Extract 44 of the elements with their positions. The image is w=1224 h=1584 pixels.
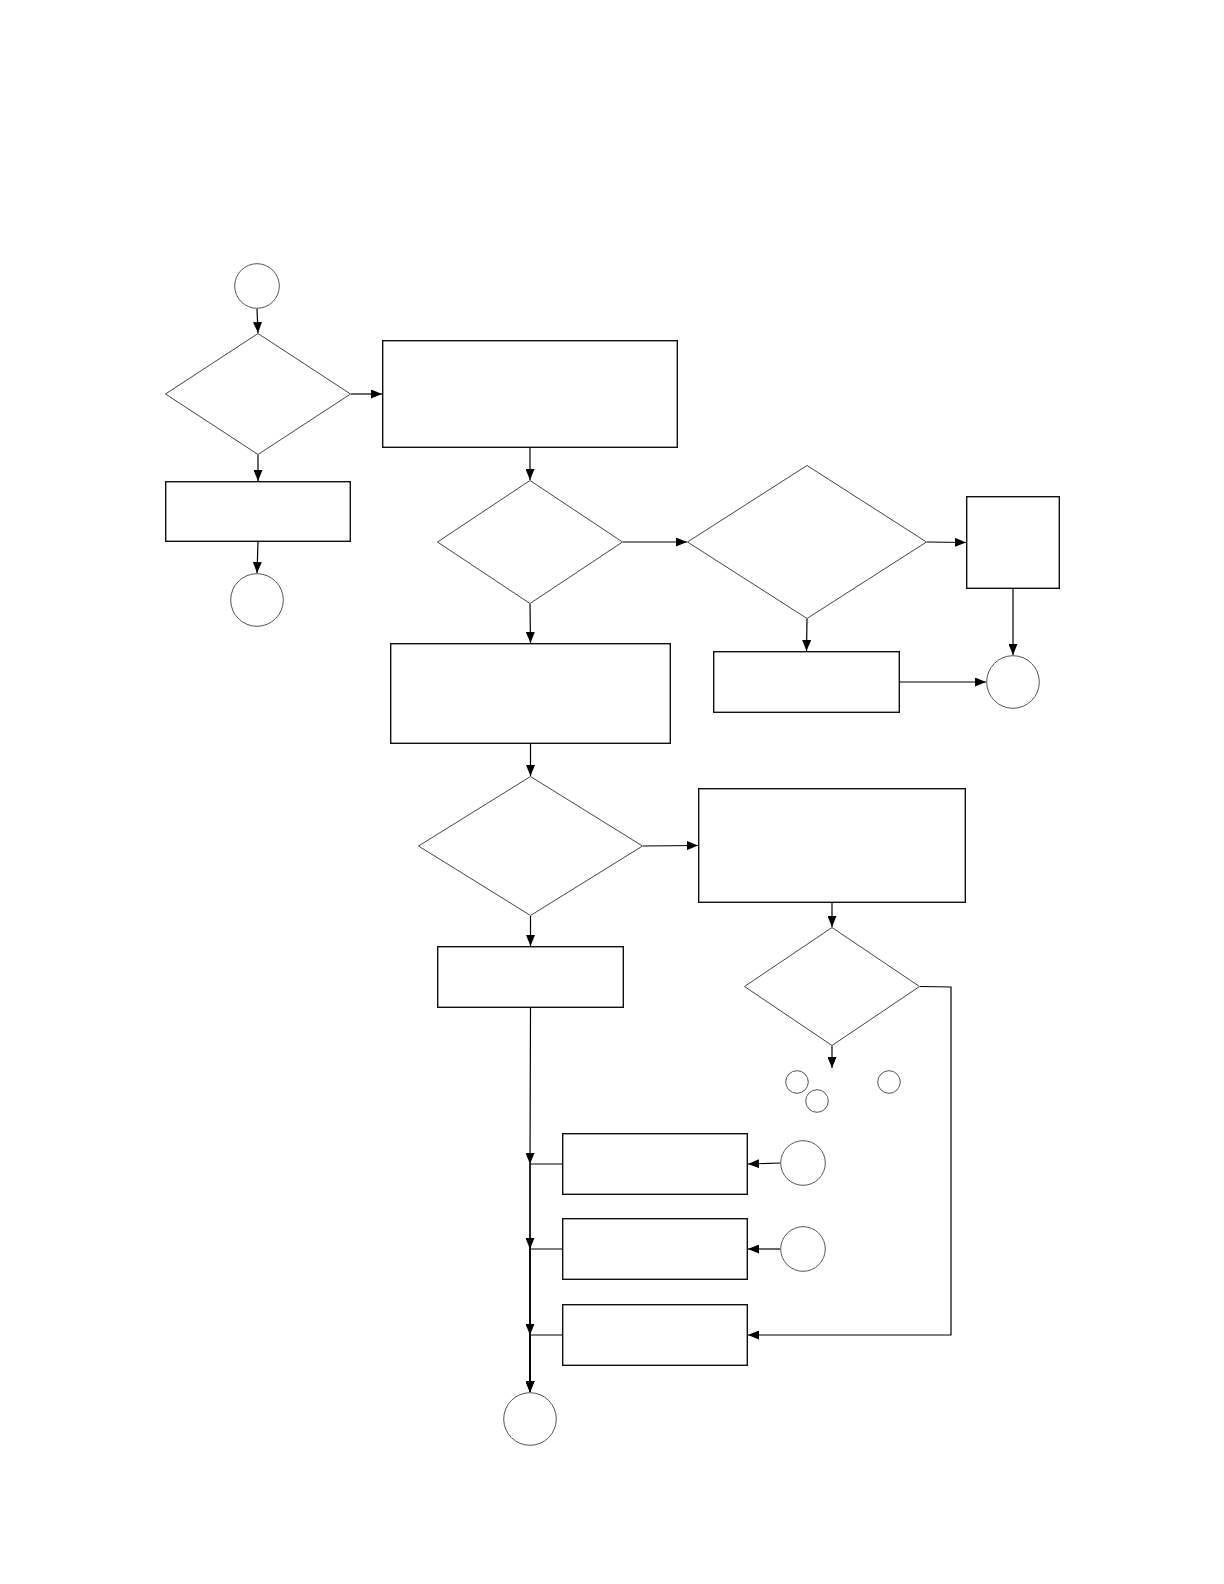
process-box xyxy=(390,643,671,744)
arrow xyxy=(747,1159,781,1169)
terminal-circle xyxy=(986,655,1040,709)
arrow xyxy=(350,389,383,399)
terminal-circle xyxy=(805,1089,829,1113)
arrow xyxy=(827,902,837,928)
arrow xyxy=(526,915,535,947)
process-box xyxy=(698,788,966,903)
process-box xyxy=(562,1133,748,1195)
arrow xyxy=(926,537,967,547)
decision-diamond xyxy=(687,465,927,619)
arrow xyxy=(802,618,812,652)
decision-diamond xyxy=(165,333,351,455)
arrow xyxy=(253,308,263,334)
arrow xyxy=(622,537,688,547)
arrow xyxy=(747,985,952,1340)
process-box xyxy=(382,340,678,448)
process-box xyxy=(437,946,624,1008)
arrow xyxy=(253,454,263,482)
terminal-circle xyxy=(234,263,280,309)
process-box xyxy=(713,651,900,713)
arrow xyxy=(642,841,699,851)
arrow xyxy=(899,677,987,687)
process-box xyxy=(562,1304,748,1366)
arrow xyxy=(1008,588,1018,656)
terminal-circle xyxy=(877,1070,901,1094)
process-box xyxy=(165,481,351,542)
arrow xyxy=(525,1334,563,1393)
decision-diamond xyxy=(437,480,623,604)
terminal-circle xyxy=(785,1070,809,1094)
terminal-circle xyxy=(780,1140,826,1186)
terminal-circle xyxy=(503,1392,557,1446)
terminal-circle xyxy=(230,573,284,627)
arrow xyxy=(526,743,535,777)
decision-diamond xyxy=(744,927,920,1046)
arrow xyxy=(525,603,535,644)
terminal-circle xyxy=(780,1226,826,1272)
arrow xyxy=(252,541,262,574)
process-box xyxy=(966,496,1060,589)
arrow xyxy=(525,447,535,481)
decision-diamond xyxy=(418,776,643,916)
process-box xyxy=(562,1218,748,1280)
arrow xyxy=(747,1244,781,1254)
arrow xyxy=(827,1045,837,1069)
